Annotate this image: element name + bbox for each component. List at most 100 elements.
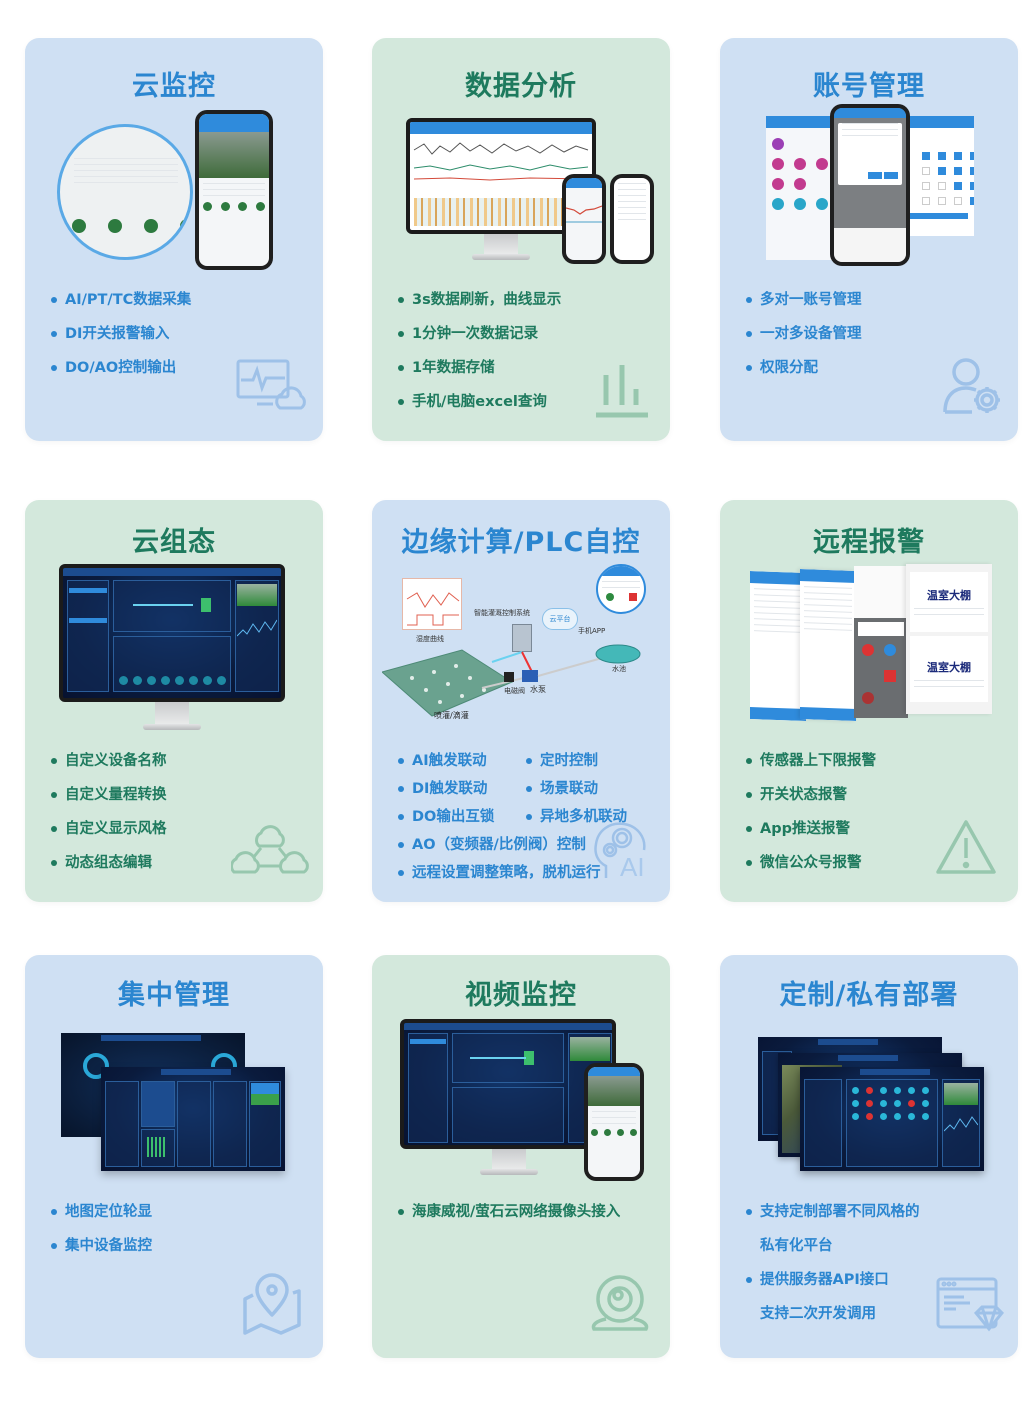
wechat-alarm-screen: 温室大棚 温室大棚 xyxy=(906,564,992,714)
card-title: 视频监控 xyxy=(465,980,577,1011)
feature-item: 异地多机联动 xyxy=(526,803,660,831)
monitor-frame xyxy=(400,1019,616,1149)
irrigation-diagram: 湿度曲线 智能灌溉控制系统 云平台 手机APP 电磁阀 水泵 水池 xyxy=(382,562,662,732)
pool-label: 水池 xyxy=(612,665,626,673)
app-magnifier xyxy=(596,564,646,614)
dashboard-mockup xyxy=(61,1033,285,1173)
ai-head-icon: AI xyxy=(590,818,654,882)
feature-item: 自定义量程转换 xyxy=(51,778,313,812)
feature-item: 动态组态编辑 xyxy=(51,846,313,880)
feature-item: DI触发联动 xyxy=(398,775,526,803)
feature-item: AI触发联动 xyxy=(398,747,526,775)
card-cloud-scada: 云组态 xyxy=(25,500,323,902)
feature-item: 地图定位轮显 xyxy=(51,1195,313,1229)
field-label: 喷灌/滴灌 xyxy=(434,711,469,720)
feature-item: 手机/电脑excel查询 xyxy=(398,385,660,419)
card-title: 远程报警 xyxy=(813,527,925,558)
card-title: 云监控 xyxy=(132,71,216,102)
alarm-screen-2 xyxy=(800,569,856,721)
user-gear-icon xyxy=(942,356,1004,418)
feature-item: 微信公众号报警 xyxy=(746,846,1008,880)
card-private-deployment: 定制/私有部署 支持定制部署不同风格的 xyxy=(720,955,1018,1358)
warning-triangle-icon xyxy=(934,818,998,878)
card-title: 定制/私有部署 xyxy=(779,980,959,1011)
humidity-chart-thumb xyxy=(402,578,462,630)
feature-item: 提供服务器API接口 xyxy=(746,1263,1008,1297)
monitor-frame xyxy=(59,564,285,702)
feature-item: 传感器上下限报警 xyxy=(746,744,1008,778)
feature-list: 自定义设备名称 自定义量程转换 自定义显示风格 动态组态编辑 xyxy=(51,744,313,880)
feature-list: 传感器上下限报警 开关状态报警 App推送报警 微信公众号报警 xyxy=(746,744,1008,880)
feature-item: AI/PT/TC数据采集 xyxy=(51,283,313,317)
phone-frame xyxy=(195,110,273,270)
feature-list: 支持定制部署不同风格的 私有化平台 提供服务器API接口 支持二次开发调用 xyxy=(746,1195,1008,1331)
card-central-management: 集中管理 地图定位轮显 集中设备监控 xyxy=(25,955,323,1358)
phone-monitoring-mockup xyxy=(57,110,277,270)
app-screen-left xyxy=(766,116,836,260)
controller-box xyxy=(512,624,532,652)
pump-label: 水泵 xyxy=(530,685,546,694)
desktop-charts-mockup xyxy=(406,118,656,268)
feature-item-continuation: 私有化平台 xyxy=(760,1238,833,1254)
alarm-screen-3 xyxy=(854,566,908,718)
browser-diamond-icon xyxy=(936,1277,1004,1333)
feature-item: DO/AO控制输出 xyxy=(51,351,313,385)
feature-item: 场景联动 xyxy=(526,775,660,803)
card-title: 数据分析 xyxy=(465,71,577,102)
feature-list: AI触发联动 定时控制 DI触发联动 场景联动 DO输出互锁 异地多机联动 AO… xyxy=(398,747,660,887)
card-cloud-monitoring: 云监控 xyxy=(25,38,323,441)
feature-list: 多对一账号管理 一对多设备管理 权限分配 xyxy=(746,283,1008,385)
feature-item: 3s数据刷新，曲线显示 xyxy=(398,283,660,317)
feature-item: 集中设备监控 xyxy=(51,1229,313,1263)
webcam-icon xyxy=(588,1273,652,1337)
dashboard-layer-3 xyxy=(800,1067,984,1171)
chart-caption: 湿度曲线 xyxy=(416,635,444,643)
video-monitor-mockup xyxy=(400,1019,648,1183)
valve-label: 电磁阀 xyxy=(504,687,525,695)
feature-list: 地图定位轮显 集中设备监控 xyxy=(51,1195,313,1263)
scada-monitor-mockup xyxy=(59,564,285,740)
cloud-network-icon xyxy=(231,822,309,878)
feature-item: DI开关报警输入 xyxy=(51,317,313,351)
bar-chart-icon xyxy=(594,363,650,419)
feature-item-continuation: 支持二次开发调用 xyxy=(760,1306,876,1322)
feature-item: 自定义设备名称 xyxy=(51,744,313,778)
alarm-screens-mockup: 温室大棚 温室大棚 xyxy=(750,564,994,726)
card-remote-alarm: 远程报警 温室大棚 温室大棚 xyxy=(720,500,1018,902)
feature-item: 自定义显示风格 xyxy=(51,812,313,846)
card-data-analysis: 数据分析 3s数据刷新，曲线显示 1分钟一次数据记录 xyxy=(372,38,670,441)
phone-frame xyxy=(584,1063,644,1181)
dashboard-front xyxy=(101,1067,285,1171)
monitor-cloud-icon xyxy=(235,358,307,414)
feature-list: AI/PT/TC数据采集 DI开关报警输入 DO/AO控制输出 xyxy=(51,283,313,385)
feature-item: AO（变频器/比例阀）控制 xyxy=(398,831,660,859)
feature-list: 3s数据刷新，曲线显示 1分钟一次数据记录 1年数据存储 手机/电脑excel查… xyxy=(398,283,660,419)
feature-item: 开关状态报警 xyxy=(746,778,1008,812)
card-title: 云组态 xyxy=(132,527,216,558)
zoom-magnifier xyxy=(57,124,193,260)
feature-item: 1年数据存储 xyxy=(398,351,660,385)
phone-frame xyxy=(610,174,654,264)
card-title: 账号管理 xyxy=(813,71,925,102)
feature-item: 定时控制 xyxy=(526,747,660,775)
map-pin-icon xyxy=(241,1273,303,1337)
feature-item: DO输出互锁 xyxy=(398,803,526,831)
feature-item: 海康威视/萤石云网络摄像头接入 xyxy=(398,1195,660,1229)
card-account-management: 账号管理 xyxy=(720,38,1018,441)
phone-frame xyxy=(562,174,606,264)
alarm-screen-1 xyxy=(750,571,806,721)
card-title: 边缘计算/PLC自控 xyxy=(401,527,641,558)
feature-list: 海康威视/萤石云网络摄像头接入 xyxy=(398,1195,660,1229)
feature-item: 权限分配 xyxy=(746,351,1008,385)
phone-frame xyxy=(830,104,910,266)
card-edge-computing: 边缘计算/PLC自控 湿度曲线 智能灌溉控制系统 云平台 手机APP xyxy=(372,500,670,902)
feature-item: 支持定制部署不同风格的 xyxy=(746,1195,1008,1229)
card-video-monitoring: 视频监控 xyxy=(372,955,670,1358)
feature-item: 远程设置调整策略，脱机运行 xyxy=(398,859,660,887)
cloud-node: 云平台 xyxy=(542,608,578,630)
app-screen-right xyxy=(904,116,974,236)
ai-text: AI xyxy=(620,852,645,882)
card-title: 集中管理 xyxy=(118,980,230,1011)
deployment-dashboards-mockup xyxy=(758,1037,984,1173)
feature-item: 一对多设备管理 xyxy=(746,317,1008,351)
